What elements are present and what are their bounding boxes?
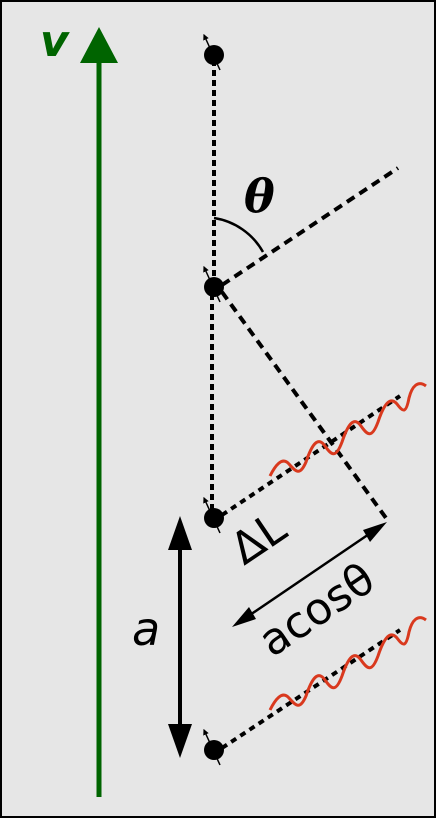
particle-third [204,508,224,528]
velocity-label: v [40,16,70,67]
wave-lower [268,616,427,711]
particle-bottom [204,740,224,760]
spacing-label: a [132,602,160,656]
perpendicular-dashed-line [220,290,388,520]
projection-arrow [232,522,387,627]
angle-arc [213,216,265,253]
particle-track [210,60,216,512]
emission-ray-middle [220,394,402,517]
wave-middle [268,382,427,477]
emission-ray-upper [220,166,400,287]
particle-spin-arrows [203,33,221,766]
velocity-arrow [80,27,118,797]
particle-mid [204,277,224,297]
angle-label: θ [244,169,275,223]
emission-ray-lower [220,628,402,750]
spacing-arrow [168,516,192,758]
particle-top [204,45,224,65]
